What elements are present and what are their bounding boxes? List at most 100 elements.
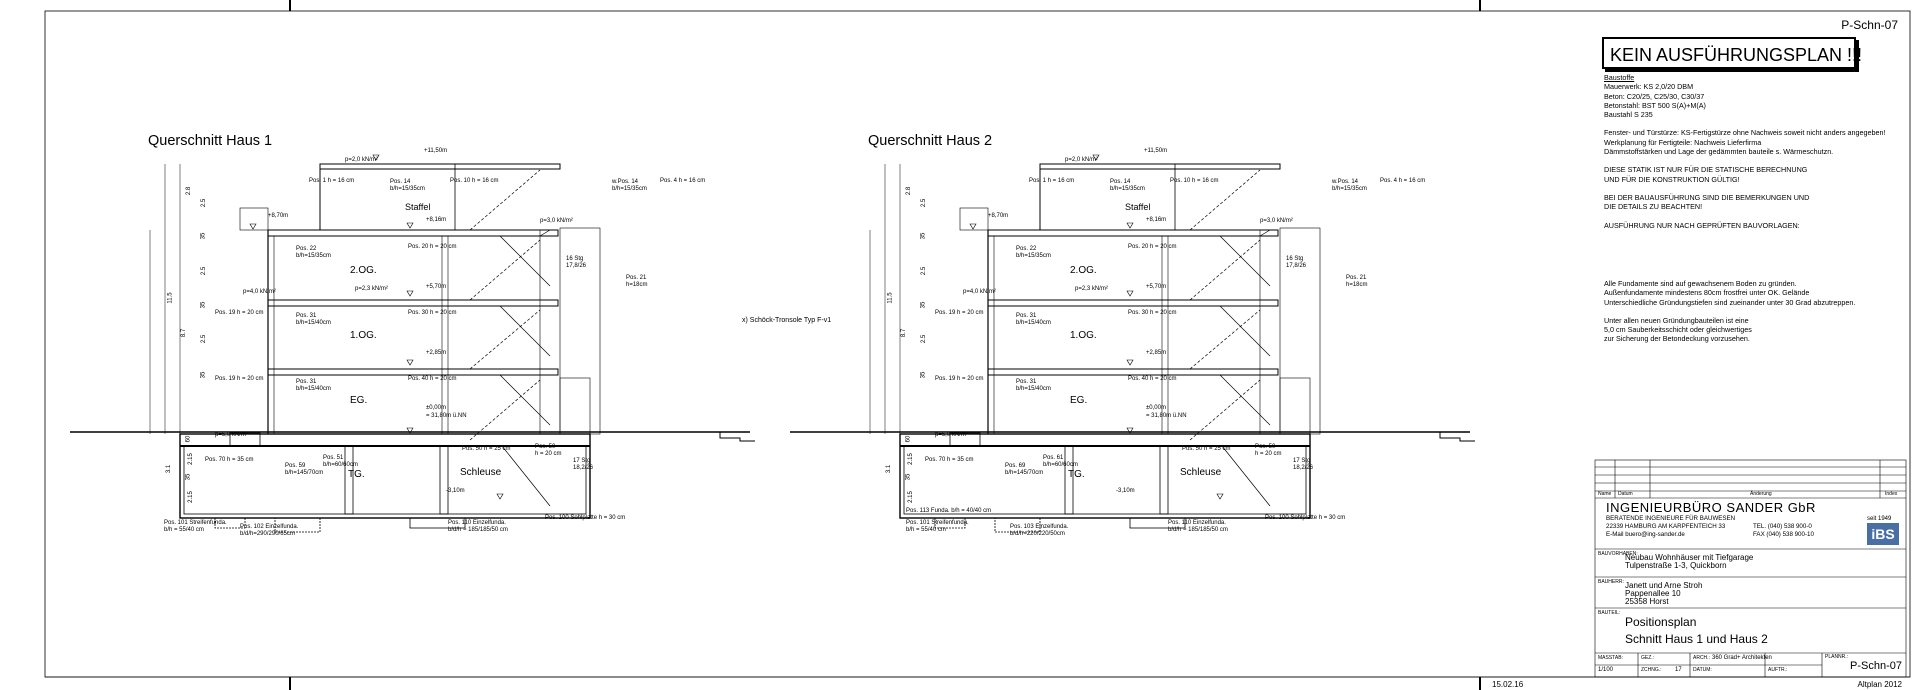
- room-label: TG.: [1068, 469, 1085, 480]
- material-line: Beton: C20/25, C25/30, C30/37: [1604, 91, 1705, 101]
- position-label: b/h=145/70cm: [1005, 470, 1044, 476]
- firm-fax: FAX (040) 538 900-10: [1753, 531, 1814, 538]
- position-label: Pos. 70 h = 35 cm: [925, 457, 974, 463]
- position-label: b/d/h = 185/185/50 cm: [448, 527, 508, 533]
- stair-label: Pos. 50: [535, 444, 556, 450]
- project-name: Neubau Wohnhäuser mit Tiefgarage: [1625, 553, 1754, 562]
- level-label: -3,10m: [446, 488, 465, 494]
- position-label: Pos. 61: [1043, 455, 1064, 461]
- arch-value: 360 Grad+ Architekten: [1712, 655, 1772, 661]
- level-label: +11,50m: [424, 148, 448, 154]
- dim-vertical: 2.5: [921, 198, 928, 208]
- detail-annotation: x) Schöck-Tronsole Typ F-v1: [742, 317, 832, 324]
- position-label: Pos. 10 h = 16 cm: [450, 178, 499, 184]
- title-block: Name Datum Änderung Index INGENIEURBÜRO …: [1595, 460, 1906, 677]
- level-label: +5,70m: [1146, 284, 1167, 290]
- level-label: = 31,80m ü.NN: [1146, 413, 1187, 419]
- stair-label: 17 Stg: [573, 458, 591, 464]
- rev-header: Datum: [1618, 491, 1633, 497]
- arch-label: ARCH.:: [1693, 655, 1710, 661]
- position-label: Pos. 103 Einzelfunda.: [1010, 524, 1069, 530]
- position-label: b/h=15/35cm: [1110, 186, 1145, 192]
- part-label: BAUTEIL:: [1598, 610, 1621, 616]
- firm-logo: iBS: [1867, 523, 1899, 545]
- room-label: 1.OG.: [1070, 330, 1097, 341]
- project-label: BAUVORHABEN:: [1598, 551, 1638, 557]
- firm-email: E-Mail buero@ing-sander.de: [1606, 531, 1685, 538]
- stair-label: 16 Stg: [1286, 256, 1304, 262]
- construction-notice: BEI DER BAUAUSFÜHRUNG SIND DIE BEMERKUNG…: [1604, 192, 1810, 202]
- stair-label: 16 Stg: [566, 256, 584, 262]
- firm-name: INGENIEURBÜRO SANDER GbR: [1606, 500, 1816, 515]
- position-label: Pos. 19 h = 20 cm: [215, 310, 264, 316]
- position-label: Pos. 19 h = 20 cm: [935, 310, 984, 316]
- position-label: Pos. 31: [296, 313, 317, 319]
- level-label: +8,70m: [988, 213, 1009, 219]
- dim-vertical: 2.5: [921, 266, 928, 276]
- plan-label: PLANNR.:: [1825, 654, 1849, 660]
- dim-vertical: 11.5: [887, 292, 894, 304]
- stair-label: h=18cm: [1346, 282, 1368, 288]
- blinding-line: 5,0 cm Sauberkeitsschicht oder gleichwer…: [1604, 325, 1752, 335]
- load-label: p=2,0 kN/m²: [345, 157, 378, 163]
- client-label: BAUHERR:: [1598, 579, 1624, 585]
- stair-label: Pos. 21: [1346, 275, 1367, 281]
- dim-vertical: 60: [185, 435, 192, 443]
- stair-label: Pos. 21: [626, 275, 647, 281]
- general-line: Werkplanung für Fertigteile: Nachweis Li…: [1604, 137, 1762, 147]
- dim-vertical: 35: [200, 301, 207, 309]
- client-line: Janett und Arne Stroh: [1625, 581, 1703, 590]
- position-label: Pos. 30 h = 20 cm: [1128, 310, 1177, 316]
- blinding-line: zur Sicherung der Betondeckung vorzusehe…: [1604, 334, 1750, 344]
- level-label: +8,16m: [426, 217, 447, 223]
- position-label: b/h=15/35cm: [296, 253, 331, 259]
- client-line: 25358 Horst: [1625, 597, 1669, 606]
- date-label: DATUM:: [1693, 667, 1712, 673]
- room-label: 2.OG.: [1070, 265, 1097, 276]
- position-label: Pos. 30 h = 20 cm: [408, 310, 457, 316]
- position-label: Pos. 14: [1110, 179, 1131, 185]
- position-label: Pos. 19 h = 20 cm: [935, 376, 984, 382]
- dim-vertical: 2.8: [906, 186, 913, 196]
- dim-vertical: 3.1: [166, 464, 173, 474]
- stair-label: 18,2/26: [1293, 465, 1314, 471]
- dim-vertical: 2.15: [907, 453, 914, 465]
- level-label: = 31,80m ü.NN: [426, 413, 467, 419]
- position-label: b/h=15/35cm: [390, 186, 425, 192]
- level-label: +2,85m: [426, 350, 447, 356]
- dim-vertical: 35: [920, 232, 927, 240]
- position-label: Pos. 100 Sohlplatte h = 30 cm: [545, 515, 626, 521]
- foundation-line: Unterschiedliche Gründungstiefen sind zu…: [1604, 297, 1856, 307]
- load-label: p=4,0 kN/m²: [243, 289, 276, 295]
- position-label: b/h=60/60cm: [323, 462, 358, 468]
- stair-label: h = 20 cm: [535, 451, 562, 457]
- section-title-haus-2: Querschnitt Haus 2: [868, 133, 993, 149]
- stair-label: 17,8/26: [1286, 263, 1307, 269]
- position-label: b/h=15/40cm: [1016, 386, 1051, 392]
- stair-label: 17,8/26: [566, 263, 587, 269]
- position-label: b/h = 55/40 cm: [164, 527, 204, 533]
- level-label: ±0,00m: [426, 405, 446, 411]
- room-label: 2.OG.: [350, 265, 377, 276]
- position-label: Pos. 100 Sohlplatte h = 30 cm: [1265, 515, 1346, 521]
- position-label: Pos. 110 Einzelfunda.: [448, 520, 506, 526]
- drawing-no-label: ZCHNG.:: [1641, 667, 1662, 673]
- client-line: Pappenallee 10: [1625, 589, 1681, 598]
- stair-label: Pos. 50: [1255, 444, 1276, 450]
- position-label: Pos. 1 h = 16 cm: [1029, 178, 1075, 184]
- titleblock-grid: [1594, 459, 1907, 678]
- position-label: b/h=15/35cm: [1016, 253, 1051, 259]
- position-label: Pos. 10 h = 16 cm: [1170, 178, 1219, 184]
- project-address: Tulpenstraße 1-3, Quickborn: [1625, 561, 1727, 570]
- load-label: p=3,0 kN/m²: [540, 218, 573, 224]
- level-label: +11,50m: [1144, 148, 1168, 154]
- position-label: Pos. 20 h = 20 cm: [408, 244, 457, 250]
- position-label: Pos. 101 Streifenfunda.: [906, 520, 969, 526]
- material-line: Baustahl S 235: [1604, 110, 1653, 120]
- position-label: Pos. 50 h = 25 cm: [1182, 446, 1231, 452]
- plan-number: P-Schn-07: [1850, 660, 1902, 672]
- position-label: Pos. 31: [296, 379, 317, 385]
- position-label: Pos. 102 Einzelfunda.: [240, 524, 299, 530]
- part-subtitle: Schnitt Haus 1 und Haus 2: [1625, 632, 1768, 646]
